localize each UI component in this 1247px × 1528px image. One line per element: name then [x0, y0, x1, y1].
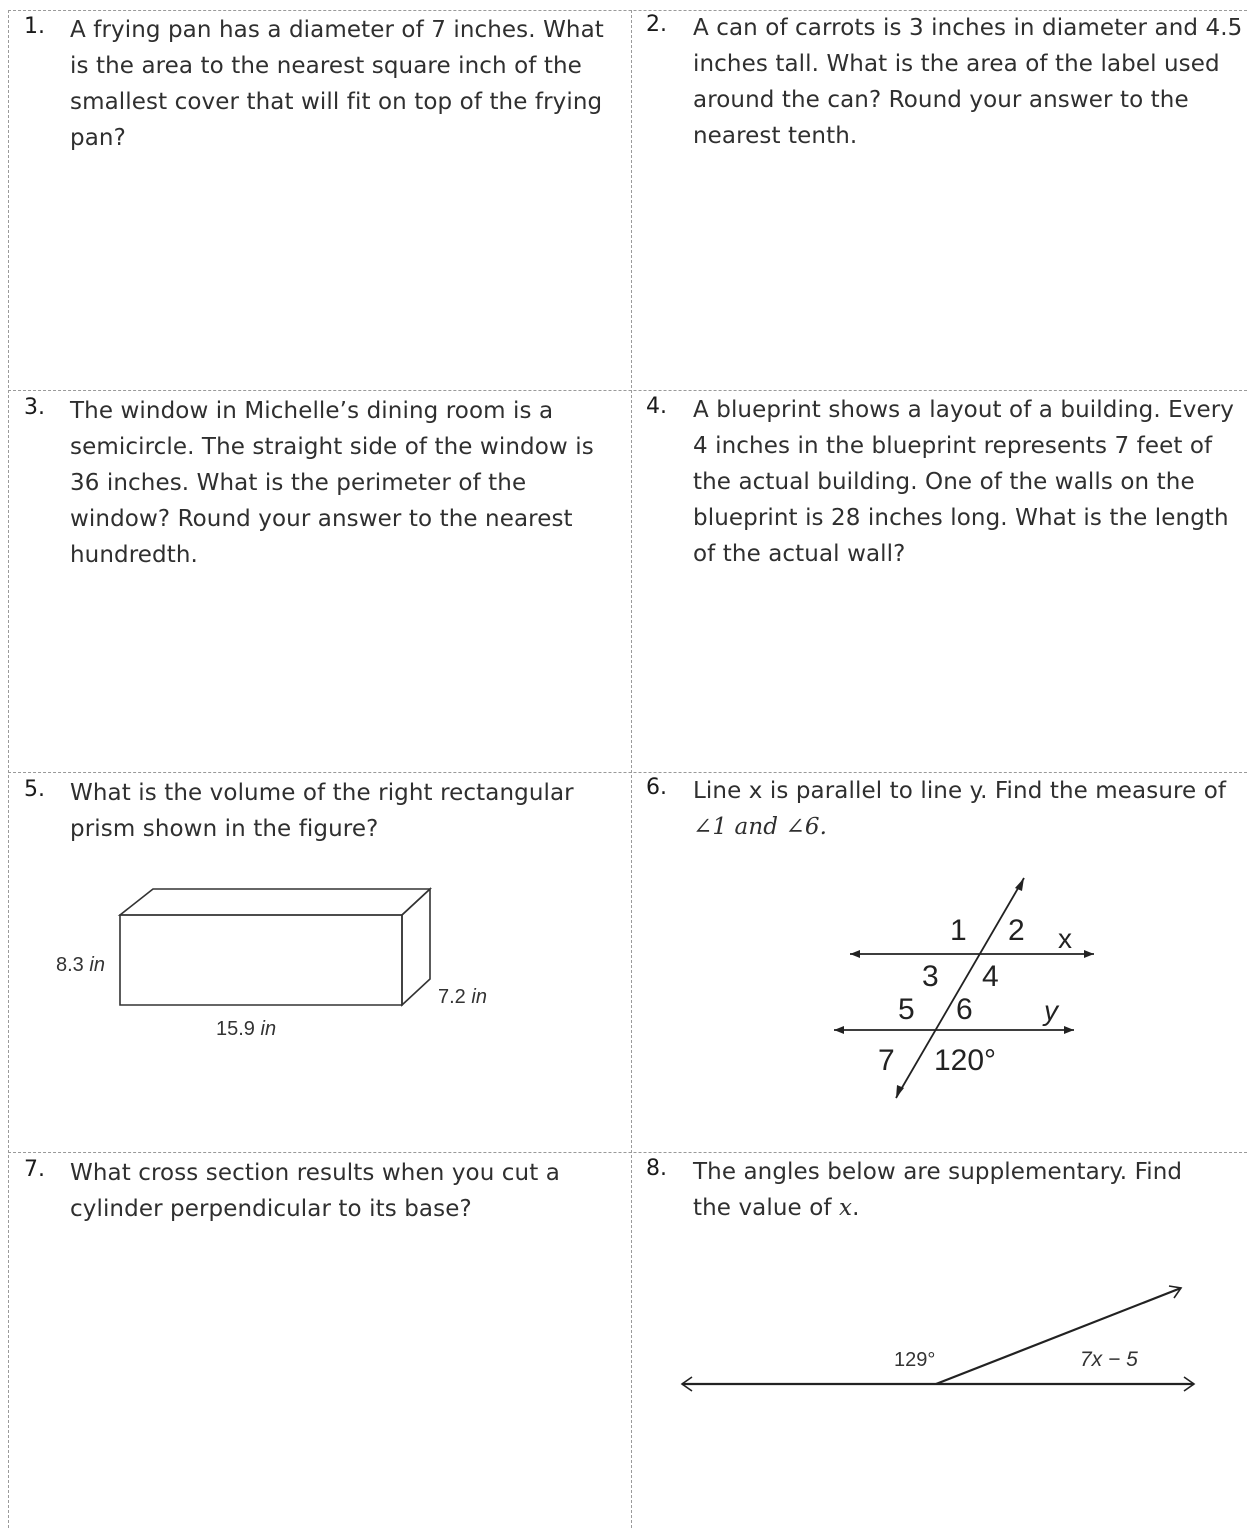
problem-number: 7.	[24, 1157, 45, 1182]
grid-top-border	[8, 10, 1247, 11]
problem-text: A can of carrots is 3 inches in diameter…	[693, 15, 1243, 149]
angle-label-1: 1	[950, 914, 967, 947]
arrowhead-icon	[896, 1085, 904, 1098]
line-x-label: x	[1058, 923, 1072, 954]
known-angle-label: 120°	[934, 1044, 996, 1077]
problem-number: 5.	[24, 777, 45, 802]
problem-text: What is the volume of the right rectangu…	[70, 780, 574, 842]
angle-label-5: 5	[898, 993, 915, 1026]
angle-label-4: 4	[982, 960, 999, 993]
variable-x: x	[838, 1195, 853, 1221]
angle-label-6: 6	[956, 993, 973, 1026]
problem-number: 8.	[646, 1156, 667, 1181]
prism-figure: 8.3 in 7.2 in 15.9 in	[56, 887, 487, 1040]
prism-depth-label: 7.2 in	[438, 986, 487, 1008]
arrowhead-icon	[1168, 1285, 1183, 1299]
angle-reference: ∠1 and ∠6.	[693, 814, 827, 840]
problem-text: A frying pan has a diameter of 7 inches.…	[70, 17, 604, 151]
grid-left-border	[8, 10, 9, 1528]
prism-front-face	[119, 914, 403, 1006]
arrowhead-icon	[850, 950, 860, 958]
supplementary-angles-figure: 129° 7x − 5	[680, 1285, 1196, 1392]
problem-text-part: The angles below are supplementary. Find…	[693, 1159, 1183, 1221]
problem-number: 1.	[24, 14, 45, 39]
angle-label-2: 2	[1008, 914, 1025, 947]
prism-length-label: 15.9 in	[216, 1018, 276, 1040]
angle-label-7: 7	[878, 1044, 895, 1077]
angle-label-3: 3	[922, 960, 939, 993]
arrowhead-icon	[1183, 1376, 1196, 1392]
prism-top-face	[117, 888, 433, 916]
prism-height-label: 8.3 in	[56, 954, 105, 976]
prism-side-face	[401, 887, 431, 1007]
problem-number: 3.	[24, 395, 45, 420]
parallel-lines-figure: 1 2 3 4 5 6 7 120° x y	[834, 877, 1094, 1099]
problem-text-part: Line x is parallel to line y. Find the m…	[693, 778, 1227, 804]
problem-number: 4.	[646, 394, 667, 419]
problem-text: Line x is parallel to line y. Find the m…	[693, 773, 1233, 845]
problem-number: 2.	[646, 12, 667, 37]
arrowhead-icon	[1084, 950, 1094, 958]
line-y-label: y	[1042, 995, 1060, 1026]
grid-row-divider-2	[8, 772, 1247, 773]
arrowhead-icon	[834, 1026, 844, 1034]
transversal-line	[895, 877, 1025, 1099]
problem-text: A blueprint shows a layout of a building…	[693, 397, 1235, 567]
problem-text: The angles below are supplementary. Find…	[693, 1154, 1223, 1226]
problem-text: What cross section results when you cut …	[70, 1160, 560, 1222]
arrowhead-icon	[680, 1376, 693, 1392]
arrowhead-icon	[1015, 878, 1024, 891]
problem-text: The window in Michelle’s dining room is …	[70, 398, 594, 568]
grid-center-divider	[631, 10, 632, 1528]
arrowhead-icon	[1064, 1026, 1074, 1034]
grid-row-divider-1	[8, 390, 1247, 391]
problem-text-part: .	[852, 1195, 860, 1221]
problem-number: 6.	[646, 775, 667, 800]
expression-label: 7x − 5	[1080, 1348, 1138, 1371]
grid-row-divider-3	[8, 1152, 1247, 1153]
known-angle-label: 129°	[894, 1349, 935, 1371]
ray-line	[935, 1286, 1182, 1386]
